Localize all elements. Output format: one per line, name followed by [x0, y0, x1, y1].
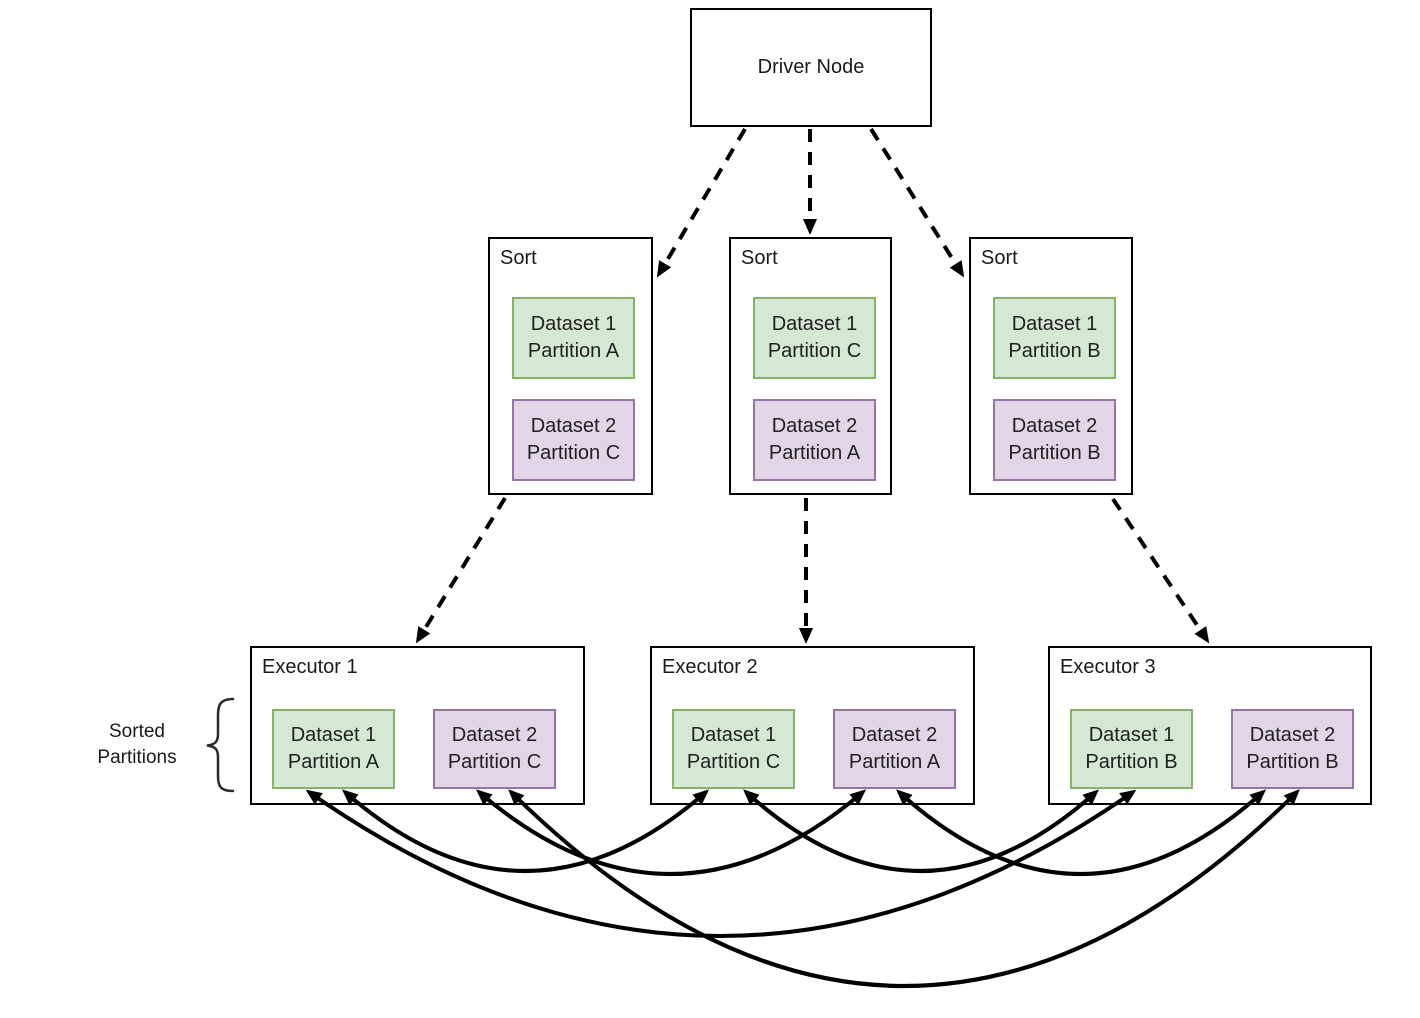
sort1-partition-dataset1: Dataset 1 Partition A	[512, 297, 635, 379]
partition-label-line1: Dataset 1	[1088, 724, 1175, 746]
sort3-partition-dataset1: Dataset 1 Partition B	[993, 297, 1116, 379]
partition-label-line2: Partition C	[767, 340, 862, 362]
partition-label-line1: Dataset 1	[530, 313, 617, 335]
dashed-arrow-sort3-to-executor3	[1111, 497, 1210, 644]
sort-node-1: Sort Dataset 1 Partition A Dataset 2 Par…	[488, 237, 653, 495]
partition-label-line2: Partition A	[527, 340, 620, 362]
sort3-partition-dataset2: Dataset 2 Partition B	[993, 399, 1116, 481]
driver-node-label: Driver Node	[757, 56, 865, 78]
executor-node-label: Executor 2	[662, 656, 758, 678]
driver-node: Driver Node	[690, 8, 932, 127]
executor3-partition-dataset2: Dataset 2 Partition B	[1231, 709, 1354, 789]
curly-brace	[206, 697, 235, 793]
partition-label-line2: Partition A	[287, 751, 380, 773]
partition-label-line2: Partition A	[848, 751, 941, 773]
annotation-line1: Sorted	[109, 721, 165, 742]
executor-node-label: Executor 3	[1060, 656, 1156, 678]
partition-label-line2: Partition C	[447, 751, 542, 773]
executor2-partition-dataset2: Dataset 2 Partition A	[833, 709, 956, 789]
sort-node-2: Sort Dataset 1 Partition C Dataset 2 Par…	[729, 237, 892, 495]
partition-label-line2: Partition B	[1008, 340, 1101, 362]
executor2-partition-dataset1: Dataset 1 Partition C	[672, 709, 795, 789]
sort1-partition-dataset2: Dataset 2 Partition C	[512, 399, 635, 481]
executor1-partition-dataset2: Dataset 2 Partition C	[433, 709, 556, 789]
executor-node-3: Executor 3 Dataset 1 Partition B Dataset…	[1048, 646, 1372, 805]
sort2-partition-dataset2: Dataset 2 Partition A	[753, 399, 876, 481]
partition-label-line1: Dataset 1	[290, 724, 377, 746]
executor1-partition-dataset1: Dataset 1 Partition A	[272, 709, 395, 789]
partition-label-line1: Dataset 1	[771, 313, 858, 335]
shuffle-arc-exec1d2-exec3d2	[508, 789, 1300, 988]
partition-label-line1: Dataset 2	[1249, 724, 1336, 746]
partition-label-line1: Dataset 1	[690, 724, 777, 746]
sorted-partitions-annotation: Sorted Partitions	[78, 719, 196, 771]
executor-node-label: Executor 1	[262, 656, 358, 678]
executor3-partition-dataset1: Dataset 1 Partition B	[1070, 709, 1193, 789]
sort-node-label: Sort	[981, 247, 1018, 269]
shuffle-arc-exec1d1-exec3d1	[305, 789, 1137, 938]
partition-label-line1: Dataset 2	[1011, 415, 1098, 437]
partition-label-line2: Partition C	[526, 442, 621, 464]
partition-label-line2: Partition B	[1085, 751, 1178, 773]
executor-node-1: Executor 1 Dataset 1 Partition A Dataset…	[250, 646, 585, 805]
partition-label-line1: Dataset 1	[1011, 313, 1098, 335]
sort-node-3: Sort Dataset 1 Partition B Dataset 2 Par…	[969, 237, 1133, 495]
sort-node-label: Sort	[500, 247, 537, 269]
sort2-partition-dataset1: Dataset 1 Partition C	[753, 297, 876, 379]
dashed-arrow-sort1-to-executor1	[415, 496, 507, 644]
partition-label-line1: Dataset 2	[851, 724, 938, 746]
partition-label-line2: Partition B	[1008, 442, 1101, 464]
partition-label-line2: Partition A	[768, 442, 861, 464]
partition-label-line2: Partition C	[686, 751, 781, 773]
partition-label-line1: Dataset 2	[771, 415, 858, 437]
executor-node-2: Executor 2 Dataset 1 Partition C Dataset…	[650, 646, 975, 805]
sort-node-label: Sort	[741, 247, 778, 269]
annotation-line2: Partitions	[97, 747, 177, 768]
partition-label-line1: Dataset 2	[451, 724, 538, 746]
partition-label-line1: Dataset 2	[530, 415, 617, 437]
partition-label-line2: Partition B	[1246, 751, 1339, 773]
